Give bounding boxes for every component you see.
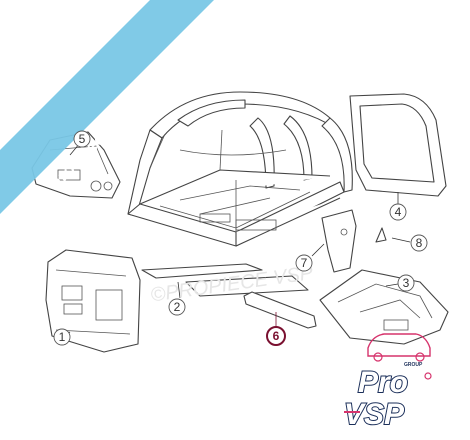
logo-dot-icon bbox=[424, 372, 432, 380]
part-4-drawing bbox=[349, 93, 447, 205]
callout-2[interactable]: 2 bbox=[168, 298, 186, 316]
part-8-drawing bbox=[375, 227, 411, 243]
logo-line2: VSP bbox=[344, 398, 405, 431]
callout-4[interactable]: 4 bbox=[389, 203, 407, 221]
part-2-drawing bbox=[141, 263, 309, 299]
callout-8[interactable]: 8 bbox=[410, 234, 428, 252]
callout-1[interactable]: 1 bbox=[53, 328, 71, 346]
logo-line1: Pro bbox=[358, 366, 408, 399]
callout-3[interactable]: 3 bbox=[397, 274, 415, 292]
callout-6[interactable]: 6 bbox=[266, 326, 286, 346]
callout-2-label: 2 bbox=[174, 300, 181, 314]
part-1-drawing bbox=[45, 249, 141, 353]
callout-7-label: 7 bbox=[301, 256, 308, 270]
part-7-drawing bbox=[311, 209, 357, 273]
callout-5-label: 5 bbox=[79, 132, 86, 146]
callout-4-label: 4 bbox=[395, 205, 402, 219]
provsp-logo: GROUP Pro VSP bbox=[343, 333, 432, 432]
callout-3-label: 3 bbox=[403, 276, 410, 290]
logo-tagline: GROUP bbox=[404, 362, 423, 368]
part-6-drawing bbox=[243, 291, 317, 329]
callout-8-label: 8 bbox=[416, 236, 423, 250]
callout-7[interactable]: 7 bbox=[295, 254, 313, 272]
callout-1-label: 1 bbox=[59, 330, 66, 344]
part-3-drawing bbox=[319, 269, 449, 345]
callout-5[interactable]: 5 bbox=[73, 130, 91, 148]
callout-6-label: 6 bbox=[273, 329, 280, 343]
cabin-frame-drawing bbox=[127, 91, 353, 247]
